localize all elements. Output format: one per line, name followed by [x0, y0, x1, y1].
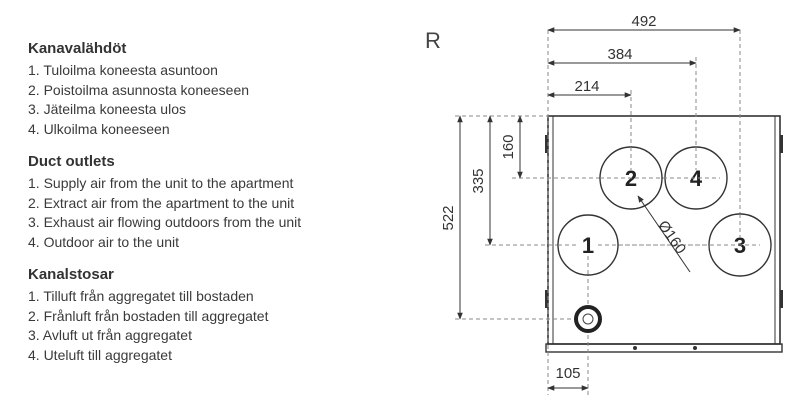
legend-section-finnish: Kanavalähdöt 1. Tuloilma koneesta asunto…: [28, 40, 388, 139]
dimension-label: 384: [607, 46, 632, 63]
diameter-label: Ø160: [654, 218, 689, 258]
list-item: 4. Ulkoilma koneeseen: [28, 120, 170, 137]
dimension-label: 214: [574, 78, 599, 95]
outlet-list: 1. Tuloilma koneesta asuntoon 2. Poistoi…: [28, 61, 388, 139]
list-item: 4. Outdoor air to the unit: [28, 233, 179, 250]
list-item: 3. Avluft ut från aggregatet: [28, 327, 192, 343]
list-item: 3. Jäteilma koneesta ulos: [28, 101, 186, 117]
dimension-label: 335: [470, 168, 487, 193]
drain-fitting: [574, 305, 602, 333]
unit-outline: [545, 115, 783, 353]
list-item: 1. Tuloilma koneesta asuntoon: [28, 62, 218, 78]
section-title: Kanalstosar: [28, 266, 114, 283]
vertical-dimensions: 522 335 160: [440, 115, 523, 320]
list-item: 2. Frånluft från bostaden till aggregate…: [28, 307, 269, 324]
dimension-label: 522: [440, 205, 457, 230]
list-item: 2. Extract air from the apartment to the…: [28, 194, 295, 211]
technical-drawing: R 492: [400, 0, 800, 405]
outlet-number: 1: [582, 233, 594, 258]
list-item: 1. Supply air from the unit to the apart…: [28, 175, 294, 191]
diameter-callout: Ø160: [637, 195, 691, 273]
outlet-number: 4: [690, 166, 703, 191]
duct-outlet-drawing: R 492: [425, 13, 783, 395]
dimension-label: 160: [500, 134, 517, 159]
dimension-label: 492: [631, 13, 656, 30]
dimension-label: 105: [555, 365, 580, 382]
legend-panel: Kanavalähdöt 1. Tuloilma koneesta asunto…: [28, 40, 388, 379]
variant-label: R: [425, 28, 441, 53]
list-item: 2. Poistoilma asunnosta koneeseen: [28, 81, 250, 98]
legend-section-swedish: Kanalstosar 1. Tilluft från aggregatet t…: [28, 266, 388, 365]
section-title: Kanavalähdöt: [28, 40, 127, 57]
horizontal-dimensions: 492 384 214 105: [547, 13, 741, 391]
duct-outlet-4: 4: [664, 146, 728, 210]
guide-lines: [455, 30, 760, 395]
section-title: Duct outlets: [28, 153, 115, 170]
list-item: 4. Uteluft till aggregatet: [28, 346, 172, 363]
outlet-list: 1. Supply air from the unit to the apart…: [28, 174, 388, 252]
legend-section-english: Duct outlets 1. Supply air from the unit…: [28, 153, 388, 252]
outlet-list: 1. Tilluft från aggregatet till bostaden…: [28, 287, 388, 365]
list-item: 1. Tilluft från aggregatet till bostaden: [28, 288, 254, 304]
list-item: 3. Exhaust air flowing outdoors from the…: [28, 214, 302, 230]
